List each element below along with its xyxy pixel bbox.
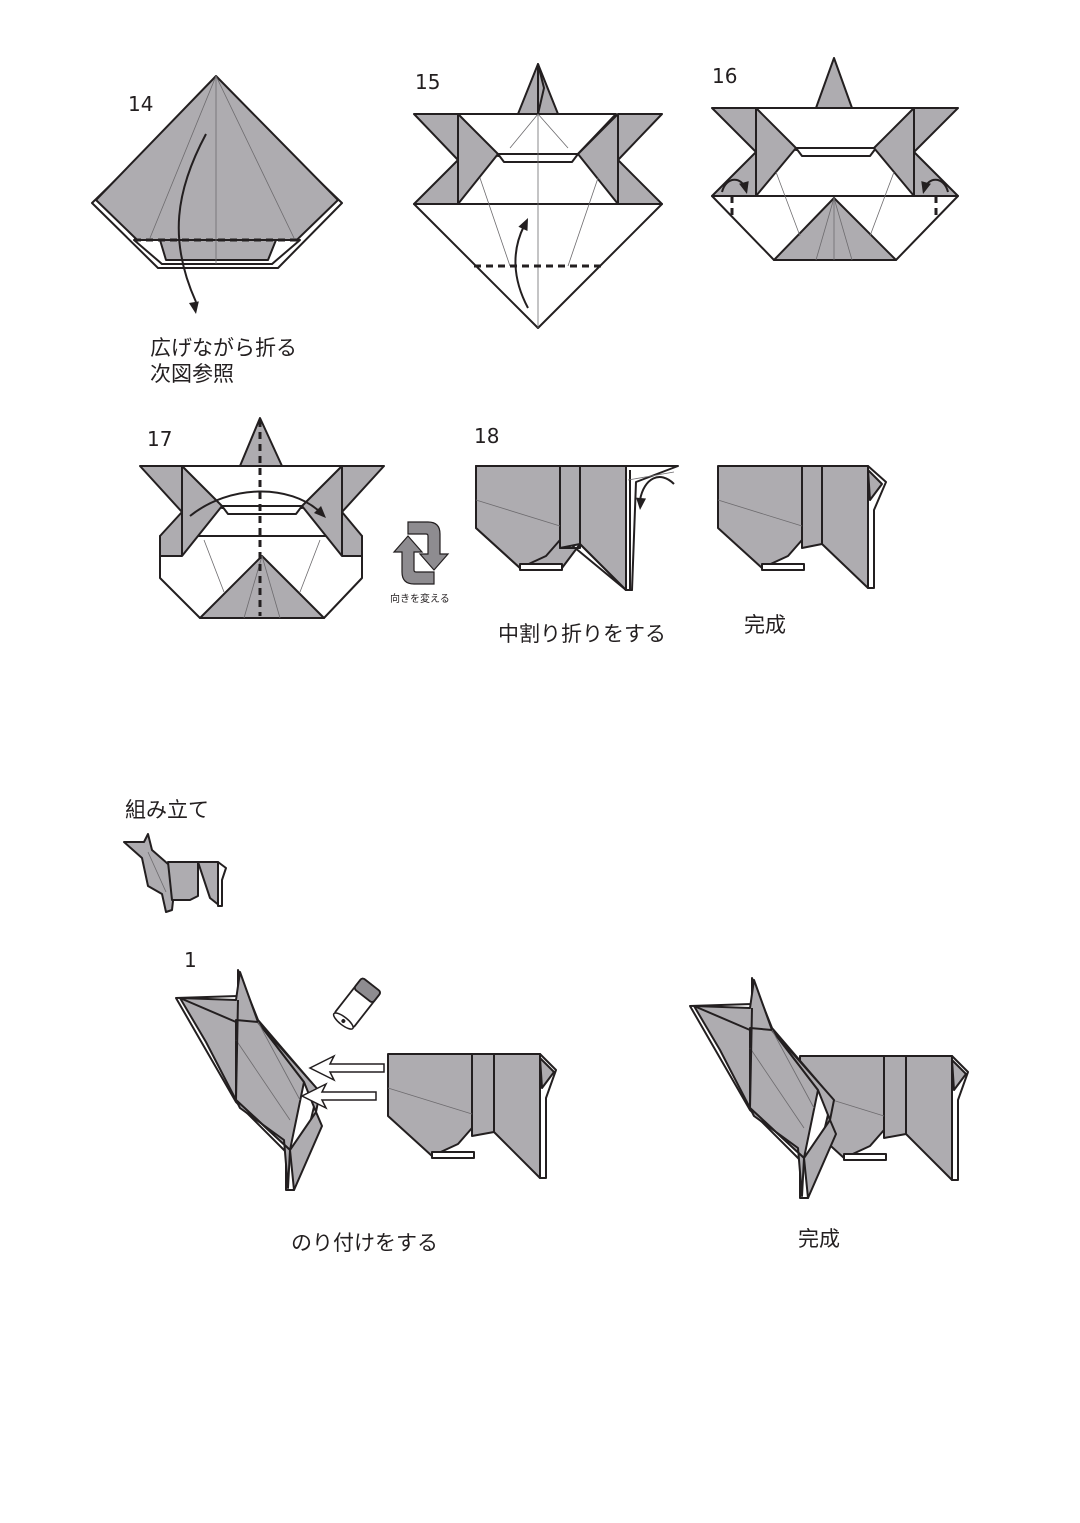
assembly-title: 組み立て bbox=[125, 798, 209, 822]
step-18-caption: 中割り折りをする bbox=[498, 622, 666, 646]
curved-arrow-icon bbox=[514, 215, 533, 309]
step-14-figure bbox=[91, 75, 343, 269]
step-number-14: 14 bbox=[128, 92, 154, 116]
step-number-17: 17 bbox=[147, 427, 173, 451]
glue-stick-icon bbox=[332, 977, 381, 1030]
step-number-16: 16 bbox=[712, 64, 738, 88]
curved-arrow-icon bbox=[627, 471, 675, 511]
body-result-figure bbox=[717, 465, 887, 589]
step-14-caption-line1: 広げながら折る bbox=[150, 336, 297, 360]
turn-over-icon bbox=[392, 521, 450, 585]
step-15-figure bbox=[413, 63, 663, 329]
final-dog-figure bbox=[689, 977, 969, 1199]
step-17-figure bbox=[139, 417, 385, 619]
assembly-result-caption: 完成 bbox=[798, 1227, 840, 1251]
body-figure bbox=[387, 1053, 557, 1179]
assembly-step-1-caption: のり付けをする bbox=[291, 1231, 438, 1255]
step-number-18: 18 bbox=[474, 424, 500, 448]
head-figure bbox=[175, 969, 323, 1191]
assembly-thumbnail bbox=[123, 833, 227, 913]
curved-arrow-icon bbox=[189, 490, 330, 522]
push-arrow-icon bbox=[300, 1054, 385, 1110]
assembly-step-number-1: 1 bbox=[184, 948, 197, 972]
curved-arrow-icon bbox=[721, 178, 949, 196]
turn-caption: 向きを変える bbox=[390, 594, 450, 605]
result-1-caption: 完成 bbox=[744, 613, 786, 637]
step-number-15: 15 bbox=[415, 70, 441, 94]
step-18-figure bbox=[475, 465, 679, 591]
step-14-caption-line2: 次図参照 bbox=[150, 362, 234, 386]
step-16-figure bbox=[711, 57, 959, 261]
curved-arrow-icon bbox=[177, 133, 207, 315]
